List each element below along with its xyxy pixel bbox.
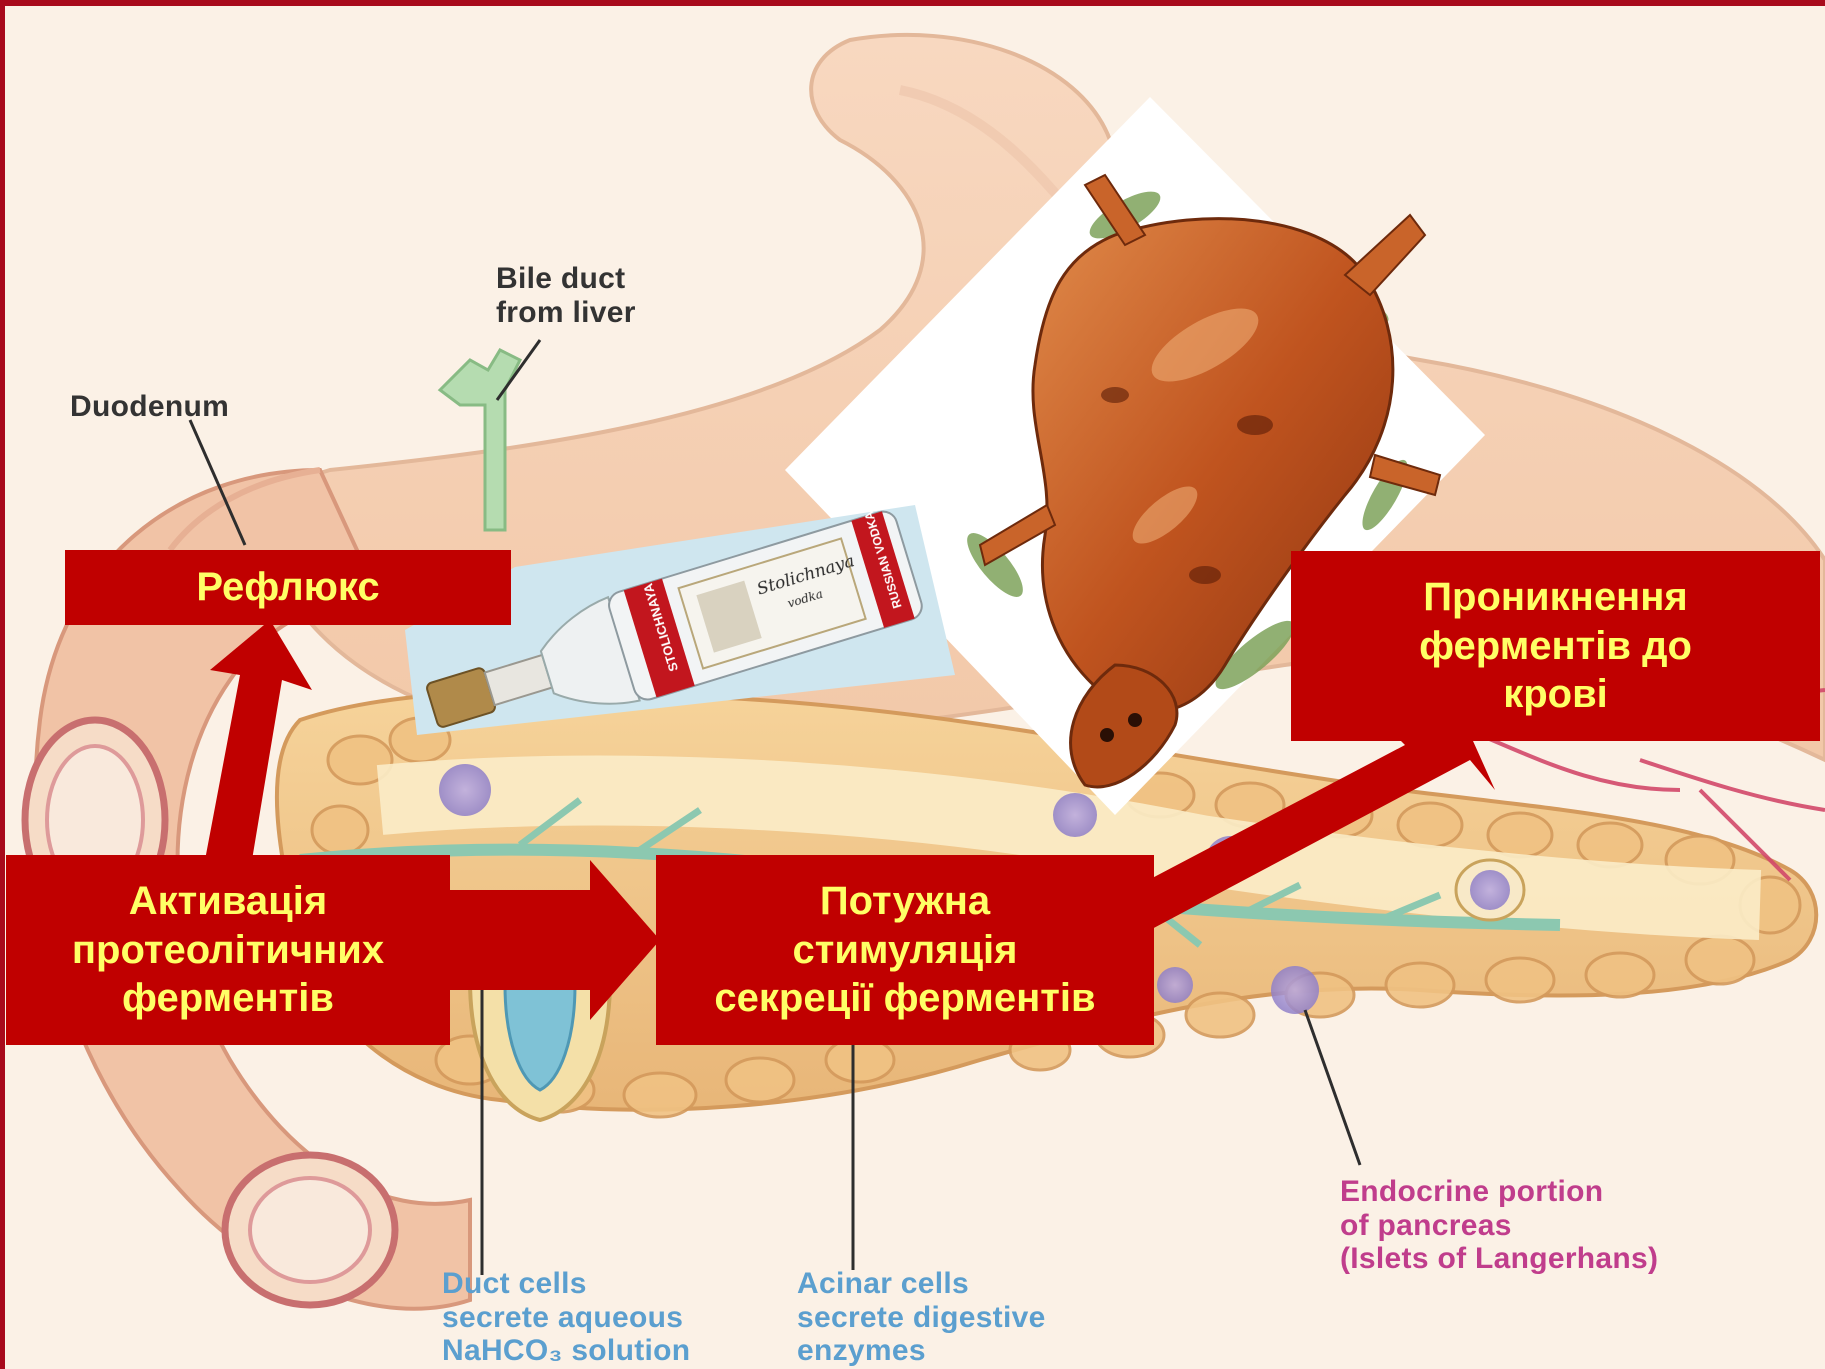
bottle-sub-text: vodka <box>786 587 825 611</box>
bottle-type-text: RUSSIAN VODKA <box>862 510 905 610</box>
duodenum-label: Duodenum <box>70 390 229 424</box>
activation-box: Активація протеолітичних ферментів <box>6 855 450 1045</box>
duct-cells-label: Duct cells secrete aqueous NaHCO₃ soluti… <box>442 1267 690 1368</box>
penetration-box: Проникнення ферментів до крові <box>1291 551 1820 741</box>
bile-duct-label: Bile duct from liver <box>496 262 636 329</box>
bottle-brand-text: STOLICHNAYA <box>640 582 681 674</box>
stimulation-box: Потужна стимуляція секреції ферментів <box>656 855 1154 1045</box>
endocrine-label: Endocrine portion of pancreas (Islets of… <box>1340 1175 1658 1276</box>
reflux-box: Рефлюкс <box>65 550 511 625</box>
acinar-cells-label: Acinar cells secrete digestive enzymes <box>797 1267 1046 1368</box>
